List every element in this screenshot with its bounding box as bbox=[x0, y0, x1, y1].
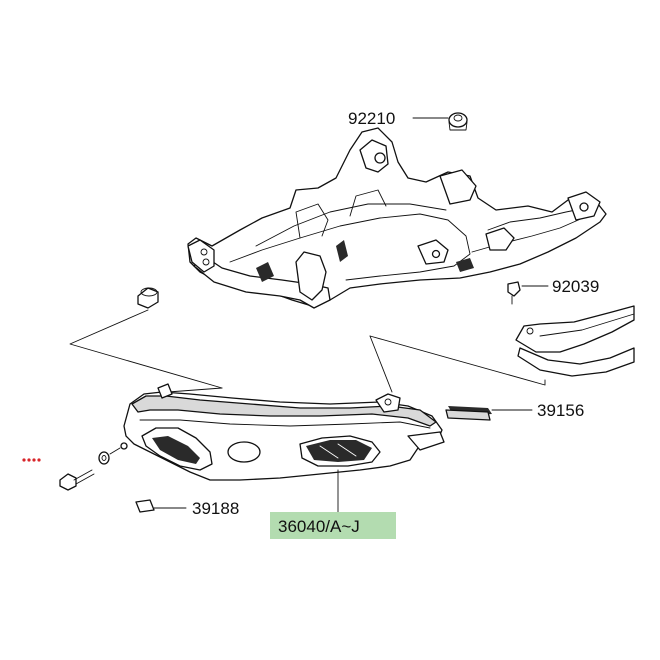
lower-side-cowl-36040 bbox=[123, 383, 445, 481]
screw-and-washer bbox=[59, 442, 128, 491]
label-92210: 92210 bbox=[348, 109, 395, 128]
adjacent-cowl-piece bbox=[515, 305, 635, 377]
grommet-92210 bbox=[448, 112, 468, 131]
assembly-guide-lines bbox=[69, 309, 546, 393]
accent-dots bbox=[22, 458, 41, 462]
label-39188: 39188 bbox=[192, 499, 239, 518]
collar-spacer bbox=[137, 287, 159, 309]
upper-inner-cover bbox=[187, 127, 607, 309]
label-36040-highlighted[interactable]: 36040/A~J bbox=[278, 517, 360, 536]
highlight-box bbox=[270, 512, 396, 539]
label-92039: 92039 bbox=[552, 277, 599, 296]
pad-39156 bbox=[445, 406, 492, 421]
pad-39188 bbox=[135, 499, 155, 513]
label-39156: 39156 bbox=[537, 401, 584, 420]
clip-92039 bbox=[507, 281, 521, 305]
